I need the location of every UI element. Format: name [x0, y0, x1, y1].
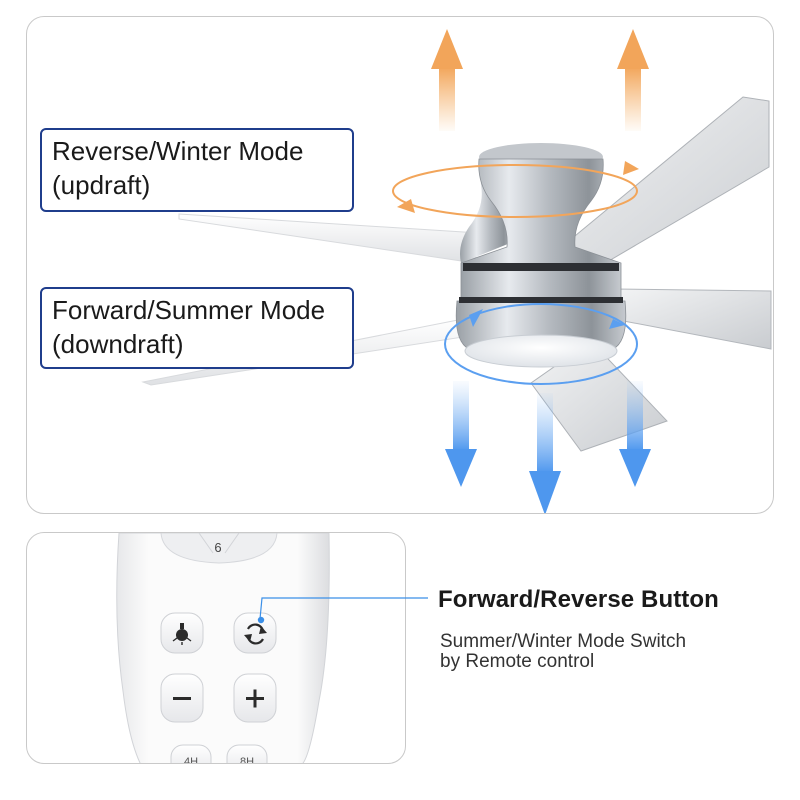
downdraft-arrow-center [529, 393, 561, 513]
forward-label-line2: (downdraft) [52, 329, 184, 359]
remote-forward-reverse-button[interactable] [233, 612, 277, 654]
fan-band-upper [463, 263, 619, 271]
callout-title: Forward/Reverse Button [438, 586, 719, 613]
callout-subtitle: Summer/Winter Mode Switch by Remote cont… [440, 632, 770, 672]
updraft-arrow-right [617, 29, 649, 131]
remote-4h-key-label: 4H [184, 756, 198, 764]
remote-top-keypad [160, 533, 278, 564]
plus-icon [246, 689, 264, 708]
remote-scene: 6 4H 8H [116, 533, 330, 764]
fan-scene [141, 29, 772, 513]
callout-subtitle-line1: Summer/Winter Mode Switch [440, 631, 687, 652]
forward-summer-mode-label: Forward/Summer Mode (downdraft) [40, 287, 354, 369]
remote-timer-8h-button[interactable] [226, 744, 268, 764]
downdraft-arrow-left [445, 381, 477, 487]
updraft-arrow-left [431, 29, 463, 131]
reverse-rotation-arrow [392, 161, 639, 218]
callout-marker-dot [257, 616, 265, 624]
reverse-label-line2: (updraft) [52, 170, 151, 200]
remote-8h-key-label: 8H [240, 756, 254, 764]
remote-timer-4h-button[interactable] [170, 744, 212, 764]
remote-body [116, 533, 330, 763]
fan-band-lower [459, 297, 623, 303]
bulb-icon [172, 623, 192, 645]
forward-label-line1: Forward/Summer Mode [52, 295, 326, 325]
remote-control-panel: 6 4H 8H [26, 532, 406, 764]
reverse-winter-mode-label: Reverse/Winter Mode (updraft) [40, 128, 354, 212]
fan-illustration-panel [26, 16, 774, 514]
minus-icon [173, 697, 191, 700]
remote-light-button[interactable] [160, 612, 204, 654]
callout-subtitle-line2: by Remote control [440, 651, 595, 672]
downdraft-arrow-right [619, 381, 651, 487]
fan-blade-left-upper [178, 213, 480, 264]
reverse-label-line1: Reverse/Winter Mode [52, 136, 304, 166]
fan-light-glass [464, 334, 618, 368]
forward-rotation-arrow [444, 303, 638, 385]
remote-plus-button[interactable] [233, 673, 277, 723]
fan-canopy [460, 159, 515, 263]
remote-top-key-label: 6 [214, 540, 221, 555]
remote-minus-button[interactable] [160, 673, 204, 723]
